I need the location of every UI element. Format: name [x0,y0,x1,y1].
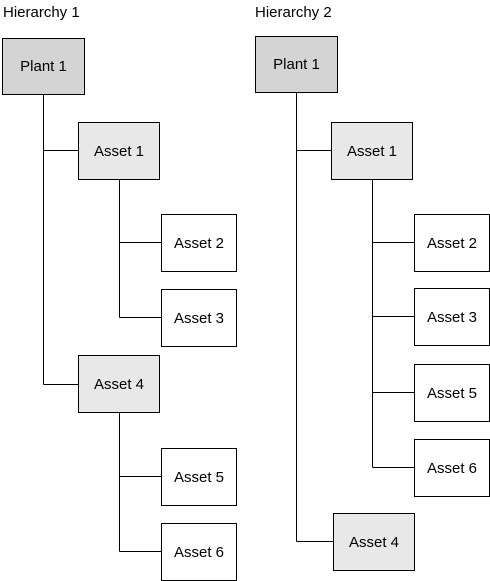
h2-asset-4-node: Asset 4 [333,513,415,571]
h1-asset-6-node: Asset 6 [161,523,237,581]
h2-asset-2-label: Asset 2 [426,234,478,252]
h2-asset-2-node: Asset 2 [414,214,490,272]
hierarchy-2-title: Hierarchy 2 [255,4,332,21]
h1-asset-3-node: Asset 3 [161,289,237,347]
h2-asset-6-label: Asset 6 [426,459,478,477]
h2-plant-1-node: Plant 1 [255,36,338,93]
h1-asset-2-node: Asset 2 [161,214,237,272]
h1-asset-4-node: Asset 4 [78,355,160,413]
h1-asset-2-label: Asset 2 [173,234,225,252]
h1-asset-4-label: Asset 4 [93,375,145,393]
h2-asset-5-label: Asset 5 [426,384,478,402]
h2-asset-4-label: Asset 4 [348,533,400,551]
h1-plant-1-label: Plant 1 [20,58,67,75]
hierarchy-1-title: Hierarchy 1 [3,4,80,21]
h1-asset-6-label: Asset 6 [173,543,225,561]
h1-asset-1-label: Asset 1 [93,142,145,160]
h1-asset-5-node: Asset 5 [161,448,237,506]
h1-plant-1-node: Plant 1 [2,38,85,95]
h2-plant-1-label: Plant 1 [273,56,320,73]
h1-asset-3-label: Asset 3 [173,309,225,327]
h2-asset-3-node: Asset 3 [414,288,490,346]
h2-asset-5-node: Asset 5 [414,364,490,422]
h2-asset-1-label: Asset 1 [346,142,398,160]
h2-asset-3-label: Asset 3 [426,308,478,326]
h1-asset-1-node: Asset 1 [78,122,160,180]
h2-asset-1-node: Asset 1 [331,122,413,180]
h1-asset-5-label: Asset 5 [173,468,225,486]
h2-asset-6-node: Asset 6 [414,439,490,497]
